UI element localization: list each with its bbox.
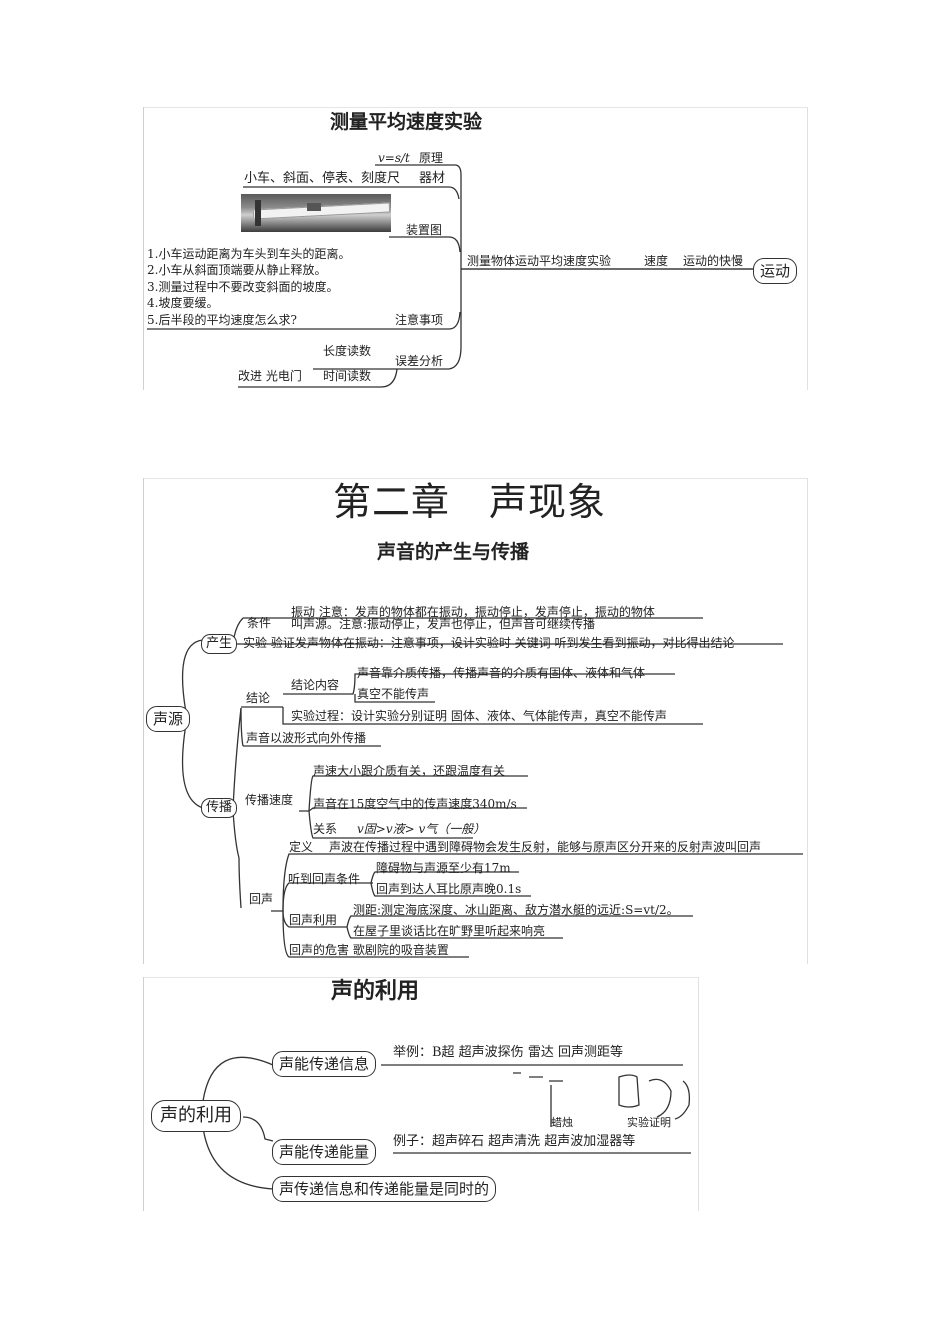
- condition-a: 障碍物与声源至少有17m: [376, 861, 511, 875]
- echo-harm: 回声的危害 歌剧院的吸音装置: [289, 943, 449, 957]
- speed-description: 运动的快慢: [683, 254, 744, 268]
- speed-label: 传播速度: [245, 793, 294, 807]
- speed-text-1: 声速大小跟介质有关，还跟温度有关: [313, 764, 506, 778]
- info-examples: 举例：B超 超声波探伤 雷达 回声测距等: [393, 1045, 623, 1060]
- panel-border: [143, 478, 144, 964]
- node-transmit-info: 声能传递信息: [272, 1051, 377, 1077]
- connector-lines: [202, 1056, 691, 1190]
- panel-border: [143, 478, 808, 479]
- note-item: 3.测量过程中不要改变斜面的坡度。: [147, 280, 339, 294]
- condition-label: 条件: [247, 616, 272, 630]
- experiment-text: 实验 验证发声物体在振动：注意事项，设计实验时 关键词 听到发生看到振动，对比得…: [243, 636, 735, 650]
- title: 测量平均速度实验: [330, 111, 483, 133]
- candle-label: 蜡烛: [551, 1116, 573, 1129]
- definition-text: 声波在传播过程中遇到障碍物会发生反射，能够与原声区分开来的反射声波叫回声: [329, 840, 762, 854]
- hear-condition-label: 听到回声条件: [288, 872, 361, 886]
- echo-use-b: 在屋子里谈话比在旷野里听起来响亮: [353, 924, 546, 938]
- condition-text-2: 叫声源。注意:振动停止，发声也停止，但声音可继续传播: [291, 617, 596, 631]
- condition-b: 回声到达人耳比原声晚0.1s: [376, 882, 522, 896]
- notes-label: 注意事项: [395, 313, 444, 327]
- note-item: 5.后半段的平均速度怎么求?: [147, 313, 297, 327]
- error-analysis-label: 误差分析: [395, 354, 444, 368]
- definition-label: 定义: [289, 840, 314, 854]
- panel-border: [143, 107, 808, 108]
- speed-text-2: 声音在15度空气中的传声速度340m/s: [313, 797, 517, 811]
- panel-border: [807, 107, 808, 390]
- root-node-motion: 运动: [753, 258, 798, 284]
- note-item: 2.小车从斜面顶端要从静止释放。: [147, 263, 327, 277]
- panel-border: [143, 977, 144, 1211]
- connector-lines: [181, 617, 803, 958]
- condition-text-1: 振动 注意：发声的物体都在振动，振动停止，发声停止，振动的物体: [291, 605, 655, 619]
- chapter-title: 第二章 声现象: [333, 480, 607, 524]
- echo-use-a: 测距:测定海底深度、冰山距离、敌方潜水艇的远近:S=vt/2。: [353, 903, 679, 917]
- wave-text: 声音以波形式向外传播: [246, 731, 367, 745]
- panel-border: [143, 107, 144, 390]
- improve-photogate: 改进 光电门: [238, 369, 302, 383]
- panel-average-speed: 测量平均速度实验 v=s/t 原理 小车、斜面、停表、刻度尺 器材 装置图 1.…: [143, 107, 808, 390]
- root-node-sound-source: 声源: [146, 706, 191, 732]
- note-item: 1.小车运动距离为车头到车头的距离。: [147, 247, 351, 261]
- equipment-label: 器材: [419, 171, 446, 186]
- node-transmit-energy: 声能传递能量: [272, 1139, 377, 1165]
- panel-sound-production: 第二章 声现象 声音的产生与传播 声源 产生 条件 振动 注意：发声的物体都在振…: [143, 478, 808, 964]
- node-produce: 产生: [201, 634, 238, 654]
- proof-label: 实验证明: [627, 1116, 671, 1129]
- root-node-sound-use: 声的利用: [151, 1100, 241, 1132]
- panel-border: [698, 977, 699, 1211]
- apparatus-photo: [241, 194, 391, 232]
- vacuum-text: 真空不能传声: [357, 687, 430, 701]
- subtitle: 声音的产生与传播: [377, 541, 530, 563]
- panel-sound-use: 声的利用 声的利用 声能传递信息 举例：B超 超声波探伤 雷达 回声测距等 蜡烛…: [143, 977, 699, 1211]
- medium-text: 声音靠介质传播，传播声音的介质有固体、液体和气体: [357, 666, 646, 680]
- echo-use-label: 回声利用: [289, 913, 338, 927]
- note-item: 4.坡度要缓。: [147, 296, 219, 310]
- equipment-items: 小车、斜面、停表、刻度尺: [244, 171, 401, 186]
- formula: v=s/t: [378, 151, 410, 165]
- conclusion-content-label: 结论内容: [291, 678, 340, 692]
- echo-label: 回声: [249, 892, 274, 906]
- energy-examples: 例子：超声碎石 超声清洗 超声波加湿器等: [393, 1134, 636, 1149]
- length-reading: 长度读数: [323, 344, 372, 358]
- panel-border: [143, 977, 699, 978]
- process-text: 实验过程：设计实验分别证明 固体、液体、气体能传声，真空不能传声: [291, 709, 667, 723]
- apparatus-label: 装置图: [406, 223, 443, 237]
- relation-label: 关系: [313, 822, 338, 836]
- time-reading: 时间读数: [323, 369, 372, 383]
- panel-border: [807, 478, 808, 964]
- relation-text: v固>v液> v气（一般）: [357, 822, 486, 836]
- title: 声的利用: [331, 978, 420, 1004]
- conclusion-label: 结论: [246, 691, 271, 705]
- speed-label: 速度: [644, 254, 669, 268]
- node-simultaneous: 声传递信息和传递能量是同时的: [272, 1176, 497, 1202]
- principle-label: 原理: [419, 151, 444, 165]
- center-experiment: 测量物体运动平均速度实验: [467, 254, 612, 268]
- node-propagate: 传播: [201, 798, 238, 818]
